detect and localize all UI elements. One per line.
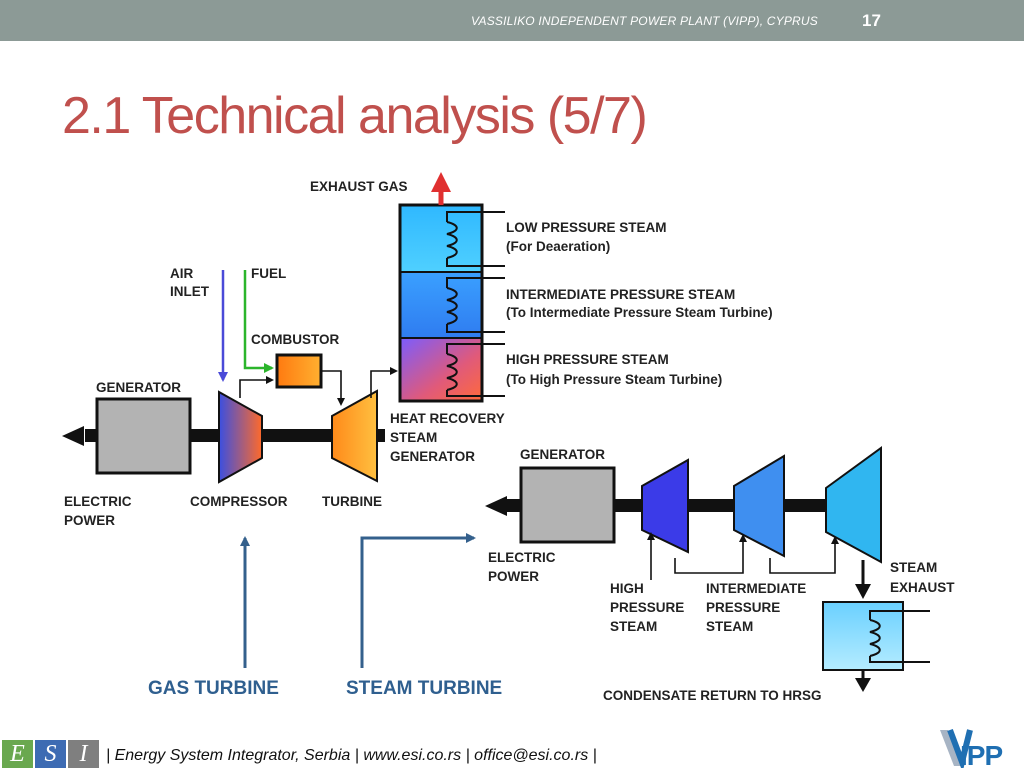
high-pressure-sub-label: (To High Pressure Steam Turbine)	[506, 372, 722, 387]
combustor-to-turbine-line	[321, 370, 345, 406]
hp-steam-label-3: STEAM	[610, 619, 657, 634]
exhaust-gas-label: EXHAUST GAS	[310, 179, 408, 194]
condensate-arrow-icon	[855, 678, 871, 692]
hrsg-label-3: GENERATOR	[390, 449, 475, 464]
fuel-label: FUEL	[251, 266, 286, 281]
steam-turbine-section-label: STEAM TURBINE	[346, 678, 502, 699]
low-pressure-coil-icon	[446, 211, 505, 267]
fuel-arrow-icon	[243, 270, 274, 373]
slide-title: 2.1 Technical analysis (5/7)	[62, 87, 648, 145]
turbine-to-hrsg-line	[370, 367, 398, 398]
ip-steam-label-3: STEAM	[706, 619, 753, 634]
steam-exhaust-arrow-icon	[855, 584, 871, 599]
hp-steam-label-1: HIGH	[610, 581, 644, 596]
condensate-return-label: CONDENSATE RETURN TO HRSG	[603, 688, 822, 703]
vipp-logo: IPP	[940, 728, 1003, 768]
esi-logo-e: E	[2, 740, 33, 768]
high-pressure-turbine-shape	[641, 458, 689, 554]
condenser-box	[822, 601, 904, 671]
header-title: VASSILIKO INDEPENDENT POWER PLANT (VIPP)…	[470, 14, 818, 28]
air-inlet-label-1: AIR	[170, 266, 194, 281]
hrsg-label-1: HEAT RECOVERY	[390, 411, 505, 426]
steam-power-arrow-icon	[485, 496, 507, 516]
compressor-label: COMPRESSOR	[190, 494, 288, 509]
gas-turbine-shape	[331, 389, 378, 483]
steam-turbine-pointer-arrow-icon	[360, 533, 476, 668]
turbine-label: TURBINE	[322, 494, 382, 509]
hrsg-low-section	[399, 204, 483, 273]
steam-generator-label: GENERATOR	[520, 447, 605, 462]
condenser-coil-icon	[869, 610, 930, 663]
compressor-shape	[218, 390, 263, 484]
footer-text: | Energy System Integrator, Serbia | www…	[106, 747, 597, 764]
footer: E S I | Energy System Integrator, Serbia…	[0, 740, 1024, 768]
air-inlet-label-2: INLET	[170, 284, 210, 299]
gas-power-arrow-icon	[62, 426, 84, 446]
compressor-to-combustor-line	[239, 376, 274, 398]
gas-electric-power-label-2: POWER	[64, 513, 115, 528]
steam-exhaust-label-1: STEAM	[890, 560, 937, 575]
gas-turbine-section-label: GAS TURBINE	[148, 678, 279, 699]
exhaust-gas-arrow-icon	[431, 172, 451, 192]
gas-generator	[95, 397, 192, 475]
vipp-logo-text: IPP	[960, 740, 1002, 768]
combustor-label: COMBUSTOR	[251, 332, 340, 347]
low-pressure-sub-label: (For Deaeration)	[506, 239, 610, 254]
low-pressure-label: LOW PRESSURE STEAM	[506, 220, 667, 235]
intermediate-pressure-coil-icon	[446, 277, 505, 333]
low-pressure-turbine-shape	[825, 446, 882, 564]
high-pressure-coil-icon	[446, 343, 505, 397]
combined-cycle-diagram: EXHAUST GAS AIR INLET FUEL COMBUSTOR GEN…	[62, 172, 955, 703]
high-pressure-label: HIGH PRESSURE STEAM	[506, 352, 669, 367]
gas-generator-label: GENERATOR	[96, 380, 181, 395]
esi-logo-s: S	[35, 740, 66, 768]
steam-electric-power-label-1: ELECTRIC	[488, 550, 556, 565]
hp-steam-label-2: PRESSURE	[610, 600, 684, 615]
intermediate-pressure-sub-label: (To Intermediate Pressure Steam Turbine)	[506, 305, 773, 320]
intermediate-pressure-label: INTERMEDIATE PRESSURE STEAM	[506, 287, 735, 302]
steam-exhaust-label-2: EXHAUST	[890, 580, 955, 595]
gas-electric-power-label-1: ELECTRIC	[64, 494, 132, 509]
hrsg-label-2: STEAM	[390, 430, 437, 445]
ip-steam-label-2: PRESSURE	[706, 600, 780, 615]
steam-electric-power-label-2: POWER	[488, 569, 539, 584]
steam-generator	[519, 466, 616, 544]
hrsg-high-section	[399, 337, 483, 402]
ip-steam-label-1: INTERMEDIATE	[706, 581, 806, 596]
intermediate-pressure-turbine-shape	[733, 454, 785, 558]
header-bar: VASSILIKO INDEPENDENT POWER PLANT (VIPP)…	[0, 0, 1024, 41]
esi-logo-i: I	[68, 740, 99, 768]
intermediate-inlet-arrow-icon	[674, 534, 747, 574]
hrsg-intermediate-section	[399, 271, 483, 339]
page-number: 17	[862, 11, 881, 30]
crossover-arrow-icon	[769, 536, 839, 574]
combustor-box	[275, 353, 323, 389]
